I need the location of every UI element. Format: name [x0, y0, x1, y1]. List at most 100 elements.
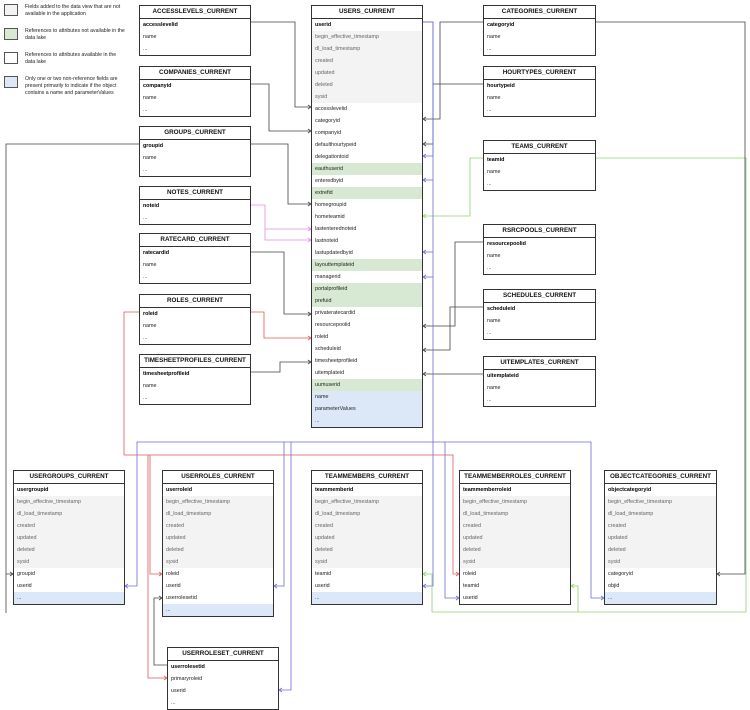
entity-field: usergroupid — [17, 487, 49, 493]
entity-field: created — [312, 520, 422, 532]
entity-field: userid — [171, 688, 186, 694]
relationship-arrowhead — [278, 687, 283, 693]
entity-field: ... — [312, 592, 422, 604]
entity-field: sysid — [163, 556, 273, 568]
entity-field: sysid — [605, 556, 716, 568]
relationship-line — [251, 143, 311, 205]
entity-field: accesslevelid — [315, 106, 348, 112]
relationship-line — [149, 455, 162, 575]
relationship-arrowhead — [422, 153, 427, 159]
entity-field: userroleid — [166, 487, 193, 493]
relationship-line — [423, 157, 483, 217]
entity-field: hourtypeid — [487, 83, 515, 89]
entity-field: created — [312, 55, 422, 67]
relationship-line — [251, 311, 311, 339]
entity-field: uitemplateid — [487, 373, 519, 379]
entity-field: updated — [163, 532, 273, 544]
entity-title: USERROLES_CURRENT — [163, 471, 273, 484]
entity-field: userid — [315, 22, 332, 28]
entity-title: NOTES_CURRENT — [140, 187, 250, 200]
entity-field: noteid — [143, 203, 160, 209]
entity-field: name — [312, 391, 422, 403]
entity-field: ... — [487, 397, 492, 403]
entity-field: ratecardid — [143, 250, 170, 256]
entity-field: sysid — [312, 91, 422, 103]
entity-field: uumuserid — [312, 379, 422, 391]
entity-field: ... — [605, 592, 716, 604]
entity-title: TIMESHEETPROFILES_CURRENT — [140, 355, 250, 368]
entity-field: deleted — [312, 79, 422, 91]
relationship-line — [423, 306, 483, 351]
entity-field: name — [487, 95, 501, 101]
entity-field: privateratecardid — [315, 310, 356, 316]
entity-title: CATEGORIES_CURRENT — [484, 6, 595, 19]
entity-field: name — [487, 169, 501, 175]
entity-field: roleid — [143, 311, 158, 317]
entity-title: TEAMS_CURRENT — [484, 141, 595, 154]
entity-title: RATECARD_CURRENT — [140, 234, 250, 247]
entity-field: name — [487, 253, 501, 259]
entity-field: ... — [487, 330, 492, 336]
entity-field: deleted — [605, 544, 716, 556]
entity-field: ... — [487, 181, 492, 187]
entity-field: groupid — [143, 143, 164, 149]
entity-field: name — [487, 385, 501, 391]
entity-field: homegroupid — [315, 202, 347, 208]
legend-text: References to attributes not available i… — [25, 28, 125, 41]
entity-field: resourcepoolid — [487, 241, 526, 247]
entity-field: begin_effective_timestamp — [312, 31, 422, 43]
relationship-arrowhead — [273, 583, 278, 589]
entity-field: ... — [487, 46, 492, 52]
entity-title: USERROLESET_CURRENT — [168, 648, 278, 661]
relationship-arrowhead — [422, 177, 427, 183]
entity-field: objectcategoryid — [608, 487, 652, 493]
entity-field: ... — [143, 335, 148, 341]
entity-field: name — [143, 383, 157, 389]
relationship-line — [444, 442, 459, 599]
entity-field: primaryroleid — [171, 676, 203, 682]
entity-field: roleid — [315, 334, 329, 340]
entity-field: accesslevelid — [143, 22, 178, 28]
entity-field: dl_load_timestamp — [605, 508, 716, 520]
entity-field: ... — [14, 592, 124, 604]
entity-title: TEAMMEMBERROLES_CURRENT — [460, 471, 570, 484]
entity-field: prefuid — [312, 295, 422, 307]
relationship-arrowhead — [422, 141, 427, 147]
entity-field: teamid — [487, 157, 505, 163]
entity-field: roleid — [463, 571, 477, 577]
entity-field: updated — [14, 532, 124, 544]
relationship-line — [423, 21, 434, 157]
entity-field: updated — [460, 532, 570, 544]
entity-field: scheduleid — [487, 306, 516, 312]
entity-title: USERS_CURRENT — [312, 6, 422, 19]
entity-field: created — [460, 520, 570, 532]
entity-title: SCHEDULES_CURRENT — [484, 290, 595, 303]
entity-field: dl_load_timestamp — [312, 43, 422, 55]
entity-field: begin_effective_timestamp — [312, 496, 422, 508]
entity-field: resourcepoolid — [315, 322, 351, 328]
entity-field: name — [143, 95, 157, 101]
relationship-line — [251, 21, 311, 108]
entity-field: roleid — [166, 571, 180, 577]
entity-field: parameterValues — [312, 403, 422, 415]
